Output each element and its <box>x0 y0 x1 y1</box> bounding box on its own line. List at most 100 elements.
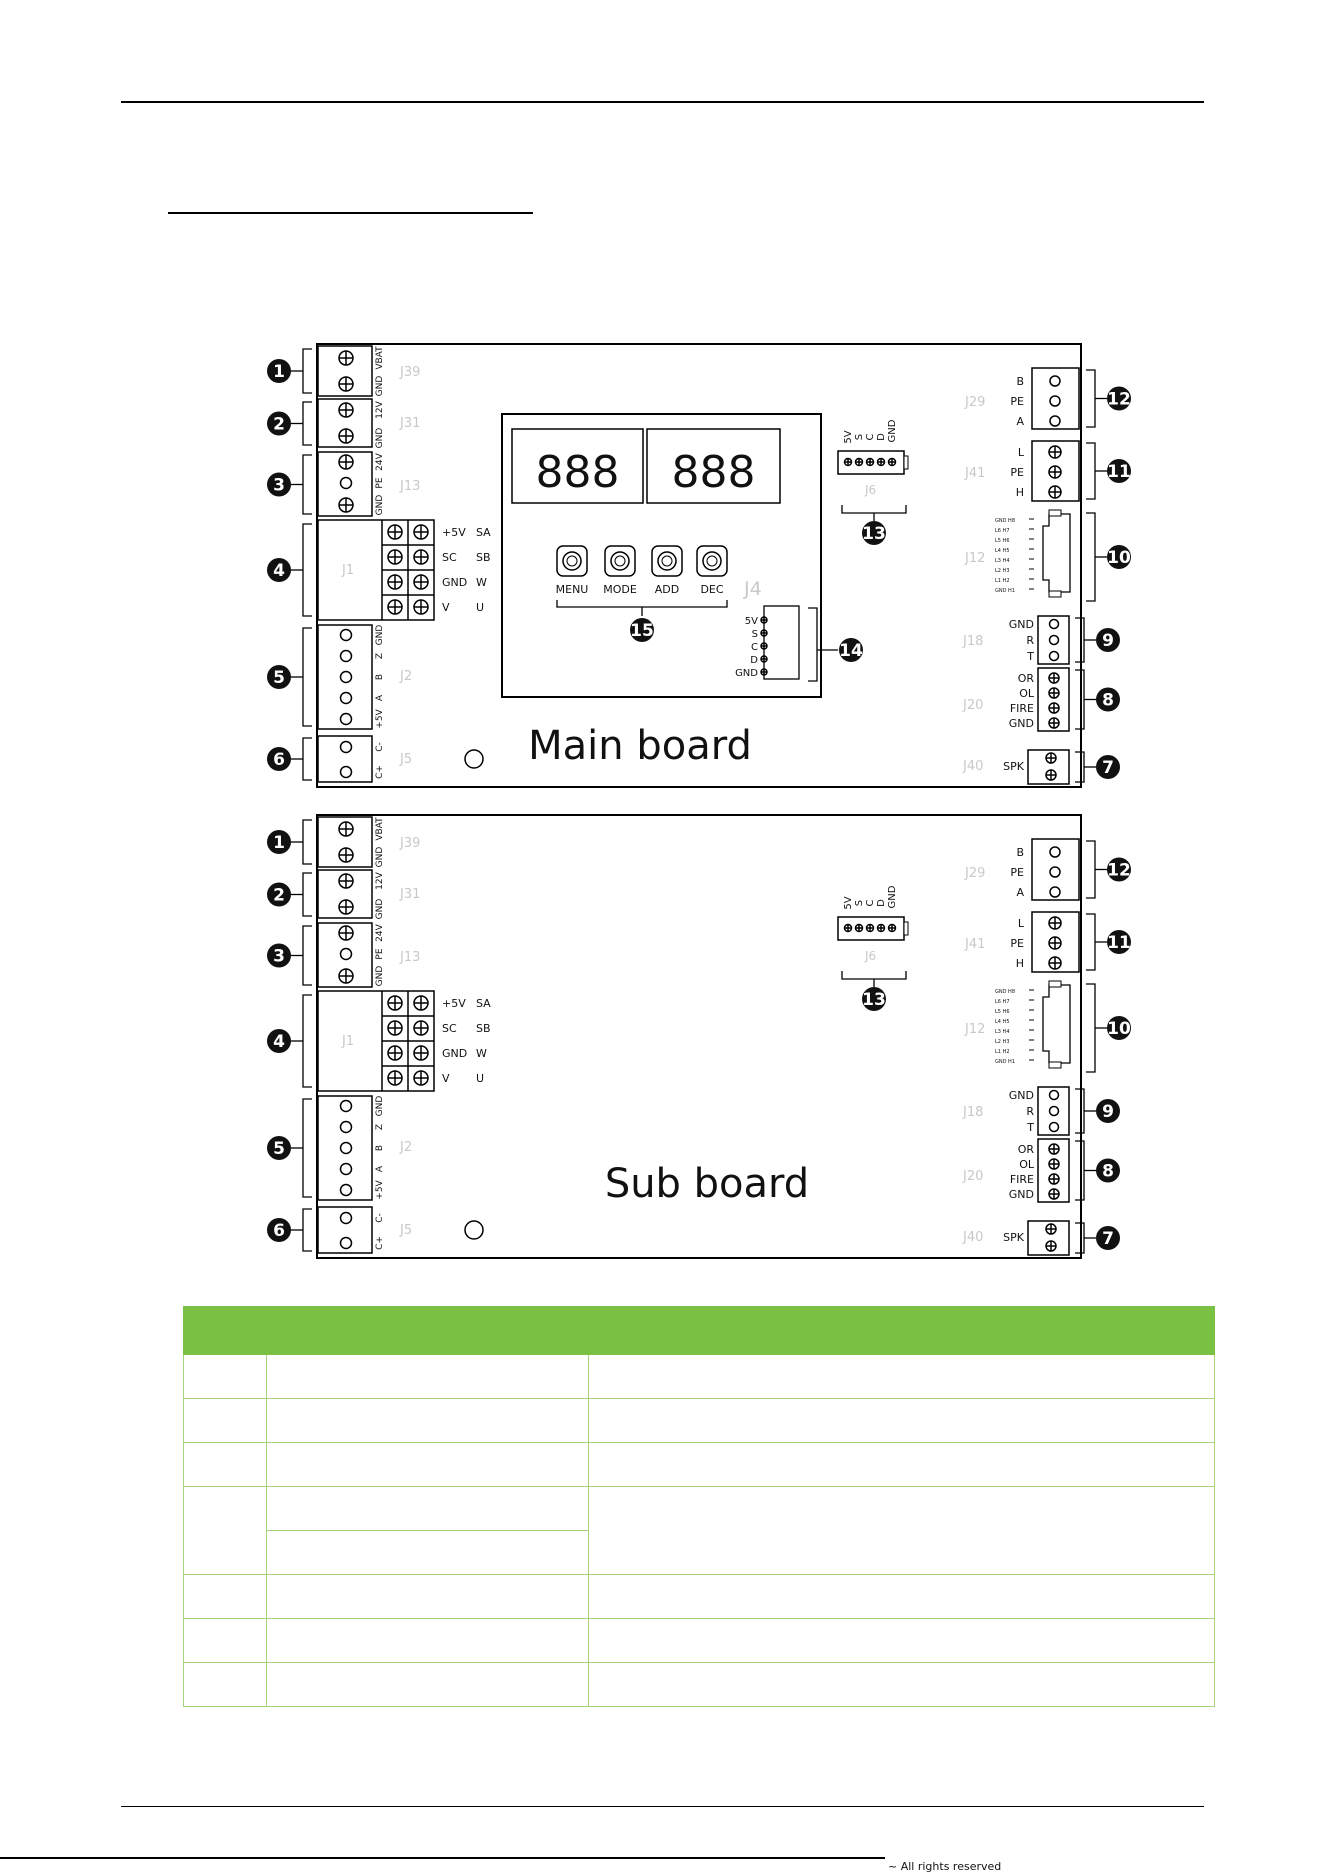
pin-label: GND <box>375 847 385 868</box>
pin-label: GND H1 <box>995 1059 1015 1065</box>
callout-number-9: 9 <box>1096 628 1120 652</box>
svg-text:9: 9 <box>1102 631 1114 651</box>
callout-number-3: 3 <box>267 943 291 968</box>
pin-label: GND <box>887 885 898 908</box>
screw-terminal-icon <box>887 457 897 467</box>
pin-label: PE <box>375 948 385 959</box>
button-label: DEC <box>700 583 723 596</box>
pin-label: SA <box>476 526 491 539</box>
svg-text:11: 11 <box>1107 933 1131 953</box>
screw-terminal-icon <box>413 524 429 540</box>
pin-label: FIRE <box>1010 1173 1034 1186</box>
svg-text:6: 6 <box>273 1221 285 1241</box>
button-menu[interactable]: MENU <box>556 545 589 596</box>
board-title: Main board <box>528 723 752 769</box>
svg-text:9: 9 <box>1102 1102 1114 1122</box>
table-header-cell <box>588 1306 1215 1355</box>
pin-hole-icon <box>1048 634 1060 646</box>
screw-terminal-icon <box>338 873 354 889</box>
button-mode[interactable]: MODE <box>603 545 637 596</box>
pin-label: C- <box>375 742 385 752</box>
pin-hole-icon <box>1049 415 1061 427</box>
svg-text:5: 5 <box>273 668 285 688</box>
callout-number-1: 1 <box>267 830 291 854</box>
screw-terminal-icon <box>387 1020 403 1036</box>
pin-label: C <box>751 642 758 653</box>
pin-label: GND H8 <box>995 518 1015 524</box>
connector-id: J13 <box>399 950 420 965</box>
connector-id: J18 <box>962 634 983 649</box>
screw-terminal-icon <box>338 428 354 444</box>
pin-label: H <box>1016 486 1024 499</box>
screw-terminal-icon <box>387 549 403 565</box>
callout-number-7: 7 <box>1096 755 1120 779</box>
connector-id: J12 <box>964 1022 985 1037</box>
connector-id: J5 <box>399 752 412 767</box>
button-add[interactable]: ADD <box>651 545 683 596</box>
screw-terminal-icon <box>1048 1173 1060 1185</box>
table-cell <box>266 1442 589 1487</box>
footer-text: ~ All rights reserved <box>888 1860 1002 1873</box>
pin-label: L4 H5 <box>995 548 1010 554</box>
screw-terminal-icon <box>387 524 403 540</box>
callout-number-14: 14 <box>839 638 863 662</box>
pin-label: +5V <box>375 1179 385 1199</box>
pin-label: OL <box>1019 687 1035 700</box>
screw-terminal-icon <box>338 376 354 392</box>
connector-id: J13 <box>399 479 420 494</box>
pin-label: T <box>1026 1121 1034 1134</box>
pin-label: 5V <box>843 896 854 909</box>
button-label: MODE <box>603 583 637 596</box>
pin-label: C <box>865 433 876 440</box>
svg-text:4: 4 <box>273 561 285 581</box>
pin-label: L3 H4 <box>995 558 1010 564</box>
pin-label: B <box>1016 846 1024 859</box>
pin-hole-icon <box>1048 1089 1060 1101</box>
pin-hole-icon <box>1048 618 1060 630</box>
connector-id: J40 <box>962 1230 983 1245</box>
svg-text:4: 4 <box>273 1032 285 1052</box>
table-header-row <box>183 1306 1215 1355</box>
svg-text:3: 3 <box>273 947 285 967</box>
button-dec[interactable]: DEC <box>696 545 728 596</box>
screw-terminal-icon <box>413 549 429 565</box>
pin-label: A <box>1016 886 1024 899</box>
pin-label: PE <box>1010 937 1024 950</box>
pin-hole-icon <box>339 1211 353 1225</box>
pin-hole-icon <box>339 947 353 961</box>
table-cell <box>588 1574 1215 1619</box>
connector-id: J29 <box>964 866 985 881</box>
pin-label: C <box>865 899 876 906</box>
screw-terminal-icon <box>760 629 768 637</box>
callout-number-3: 3 <box>267 472 291 497</box>
pin-label: R <box>1026 634 1034 647</box>
table-cell <box>266 1574 589 1619</box>
screw-terminal-icon <box>338 821 354 837</box>
screw-terminal-icon <box>1048 936 1062 950</box>
screw-terminal-icon <box>413 1045 429 1061</box>
connector-id: J2 <box>399 1140 412 1155</box>
pin-label: +5V <box>442 997 466 1010</box>
callout-number-7: 7 <box>1096 1226 1120 1250</box>
svg-text:12: 12 <box>1107 390 1131 410</box>
pin-label: GND <box>375 966 385 987</box>
table-cell <box>183 1354 267 1399</box>
pin-hole-icon <box>339 1141 353 1155</box>
screw-terminal-icon <box>387 574 403 590</box>
svg-text:10: 10 <box>1107 548 1131 568</box>
pin-label: OR <box>1018 1143 1035 1156</box>
svg-text:12: 12 <box>1107 861 1131 881</box>
pin-label: VBAT <box>375 346 385 370</box>
screw-terminal-icon <box>413 574 429 590</box>
callout-number-15: 15 <box>630 618 654 642</box>
callout-number-4: 4 <box>267 558 291 582</box>
connector-id: J5 <box>399 1223 412 1238</box>
pin-label: L2 H3 <box>995 1039 1010 1045</box>
screw-terminal-icon <box>1045 769 1057 781</box>
screw-terminal-icon <box>1048 485 1062 499</box>
svg-text:1: 1 <box>273 362 285 382</box>
table-header-cell <box>183 1306 267 1355</box>
pin-label: Z <box>375 1124 385 1130</box>
table-cell <box>266 1354 589 1399</box>
